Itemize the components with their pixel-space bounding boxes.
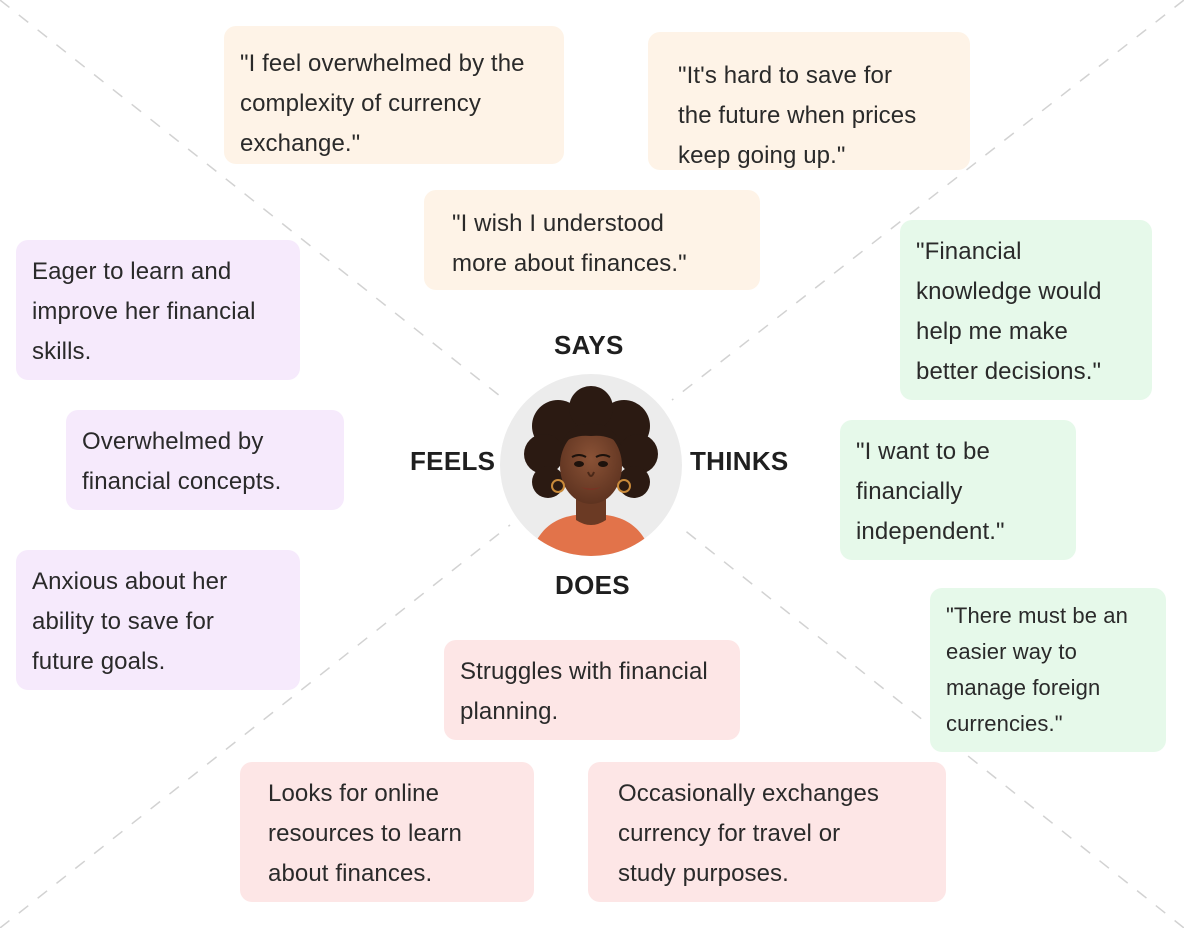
thinks-label: THINKS	[690, 446, 789, 476]
says-note-1: "I feel overwhelmed by the complexity of…	[224, 26, 564, 164]
persona-avatar-icon	[500, 374, 682, 556]
says-note-1-text: "I feel overwhelmed by the complexity of…	[240, 50, 525, 157]
feels-label: FEELS	[410, 446, 496, 476]
does-note-1-text: Struggles with financial planning.	[460, 658, 708, 725]
does-label: DOES	[555, 570, 630, 600]
feels-note-2-text: Overwhelmed by financial concepts.	[82, 428, 282, 495]
thinks-note-3: "There must be an easier way to manage f…	[930, 588, 1166, 752]
does-note-3: Occasionally exchanges currency for trav…	[588, 762, 946, 902]
does-note-2-text: Looks for online resources to learn abou…	[268, 780, 462, 887]
says-note-3: "I wish I understood more about finances…	[424, 190, 760, 290]
says-note-2: "It's hard to save for the future when p…	[648, 32, 970, 170]
thinks-note-1-text: "Financial knowledge would help me make …	[916, 238, 1102, 385]
feels-note-2: Overwhelmed by financial concepts.	[66, 410, 344, 510]
divider-line-top-left	[0, 0, 506, 401]
does-note-1: Struggles with financial planning.	[444, 640, 740, 740]
thinks-note-3-text: "There must be an easier way to manage f…	[946, 603, 1128, 736]
says-label: SAYS	[554, 330, 624, 360]
thinks-note-2-text: "I want to be financially independent."	[856, 438, 1005, 545]
feels-note-3: Anxious about her ability to save for fu…	[16, 550, 300, 690]
feels-note-1: Eager to learn and improve her financial…	[16, 240, 300, 380]
says-note-3-text: "I wish I understood more about finances…	[452, 210, 687, 277]
feels-note-3-text: Anxious about her ability to save for fu…	[32, 568, 228, 675]
does-note-2: Looks for online resources to learn abou…	[240, 762, 534, 902]
thinks-note-1: "Financial knowledge would help me make …	[900, 220, 1152, 400]
feels-note-1-text: Eager to learn and improve her financial…	[32, 258, 256, 365]
does-note-3-text: Occasionally exchanges currency for trav…	[618, 780, 880, 887]
says-note-2-text: "It's hard to save for the future when p…	[678, 62, 917, 169]
thinks-note-2: "I want to be financially independent."	[840, 420, 1076, 560]
